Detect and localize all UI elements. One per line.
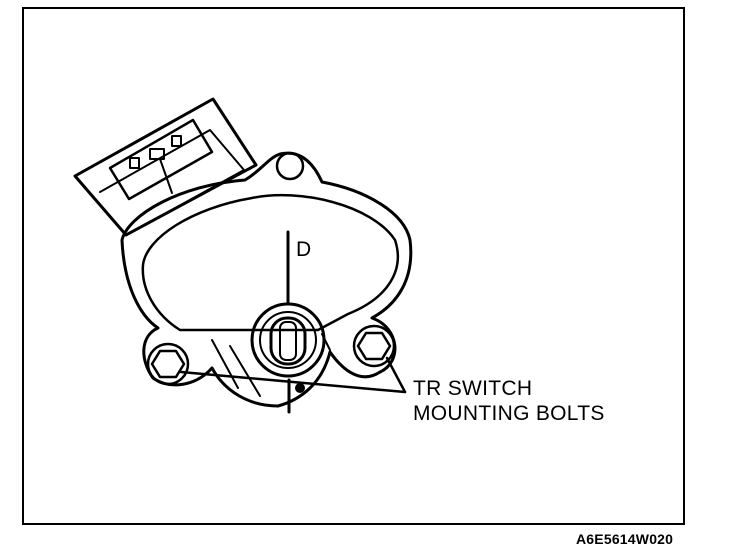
callout-leaders <box>179 356 407 394</box>
callout-label: TR SWITCH MOUNTING BOLTS <box>413 376 605 426</box>
diagram-frame <box>22 7 685 525</box>
callout-line-2: MOUNTING BOLTS <box>413 402 605 425</box>
figure-id: A6E5614W020 <box>576 531 674 547</box>
connector-pin-right <box>171 135 182 147</box>
manual-shaft <box>250 302 326 378</box>
alignment-dot <box>295 383 305 393</box>
top-mounting-hole <box>275 151 305 181</box>
electrical-connector <box>73 97 258 237</box>
mounting-bolt-right <box>352 324 396 368</box>
callout-line-1: TR SWITCH <box>413 377 533 400</box>
mounting-bolt-left <box>146 342 190 386</box>
connector-pin-left <box>129 157 140 169</box>
connector-latch <box>149 148 165 160</box>
position-marker-letter: D <box>296 238 311 261</box>
